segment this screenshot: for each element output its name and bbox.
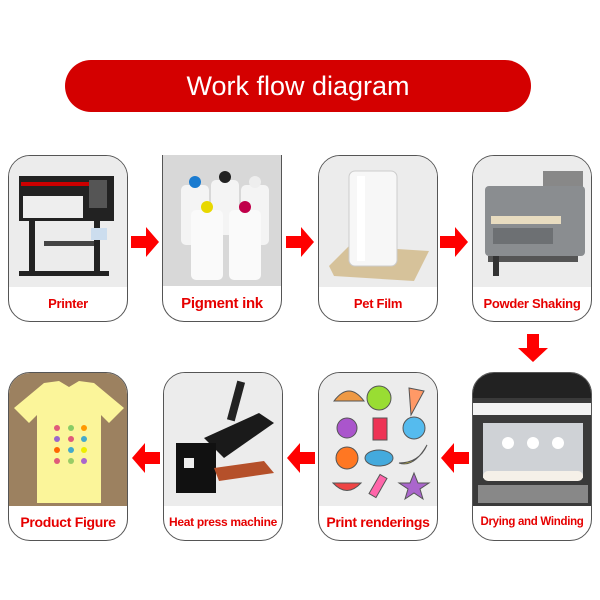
step-pigment-ink: Pigment ink	[162, 155, 282, 322]
arrow-left-icon	[287, 443, 315, 473]
heat-press-icon	[164, 373, 282, 506]
step-label: Heat press machine	[169, 515, 277, 529]
arrow-left-icon	[441, 443, 469, 473]
film-roll-icon	[319, 156, 437, 287]
powder-shaker-icon	[473, 156, 591, 287]
arrow-left-icon	[132, 443, 160, 473]
ink-bottles-icon	[163, 155, 281, 286]
step-label: Drying and Winding	[480, 516, 584, 528]
title-banner: Work flow diagram	[65, 60, 531, 112]
printer-icon	[9, 156, 127, 287]
step-product-figure: Product Figure	[8, 372, 128, 541]
step-printer: Printer	[8, 155, 128, 322]
arrow-right-icon	[286, 227, 314, 257]
step-print-renderings: Print renderings	[318, 372, 438, 541]
step-heat-press: Heat press machine	[163, 372, 283, 541]
step-pet-film: Pet Film	[318, 155, 438, 322]
step-label: Powder Shaking	[483, 295, 581, 311]
step-label: Printer	[48, 295, 88, 311]
step-label: Pigment ink	[181, 294, 263, 312]
step-label: Pet Film	[353, 295, 403, 311]
step-label: Print renderings	[326, 514, 430, 530]
step-drying-winding: Drying and Winding	[472, 372, 592, 541]
tshirt-icon	[9, 373, 127, 506]
arrow-right-icon	[440, 227, 468, 257]
arrow-down-icon	[518, 334, 548, 362]
drying-winding-icon	[473, 373, 591, 506]
arrow-right-icon	[131, 227, 159, 257]
step-label: Product Figure	[20, 514, 116, 530]
step-powder-shaking: Powder Shaking	[472, 155, 592, 322]
print-renderings-icon	[319, 373, 437, 506]
